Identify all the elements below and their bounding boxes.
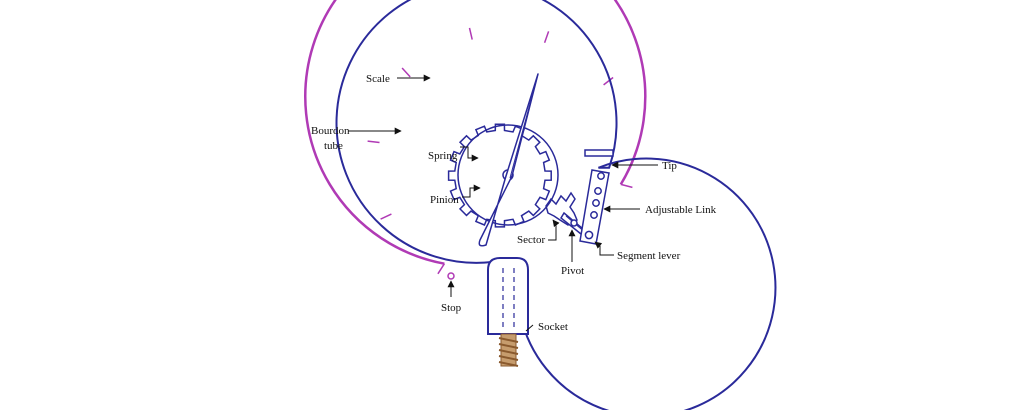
- label-pinion: Pinion: [430, 194, 459, 206]
- label-adjustable-link: Adjustable Link: [645, 204, 717, 216]
- pointer: [478, 73, 539, 247]
- label-segment-lever: Segment lever: [617, 250, 681, 262]
- bourdon-tube-inner: [516, 157, 777, 415]
- label-bourdon-tube-line2: tube: [324, 140, 343, 152]
- label-tip: Tip: [662, 160, 677, 172]
- socket-thread: [498, 333, 519, 367]
- label-pivot: Pivot: [561, 265, 584, 277]
- right-margin: [998, 0, 1024, 410]
- leader-lines: [348, 74, 658, 332]
- scale-ticks: [367, 27, 633, 275]
- adjustable-link: [579, 169, 610, 245]
- pinion-gear: [447, 123, 559, 228]
- left-margin: [0, 0, 26, 410]
- sector: [545, 191, 578, 226]
- bourdon-tube-outer: [335, 0, 618, 264]
- label-scale: Scale: [366, 73, 390, 85]
- label-stop: Stop: [441, 302, 462, 314]
- tip-block: [584, 149, 614, 157]
- scale-arc: [304, 0, 647, 265]
- stop: [447, 272, 455, 280]
- socket: [487, 257, 529, 335]
- label-sector: Sector: [517, 234, 545, 246]
- label-bourdon-tube-line1: Bourdon: [311, 125, 350, 137]
- label-spring: Spring: [428, 150, 458, 162]
- label-socket: Socket: [538, 321, 568, 333]
